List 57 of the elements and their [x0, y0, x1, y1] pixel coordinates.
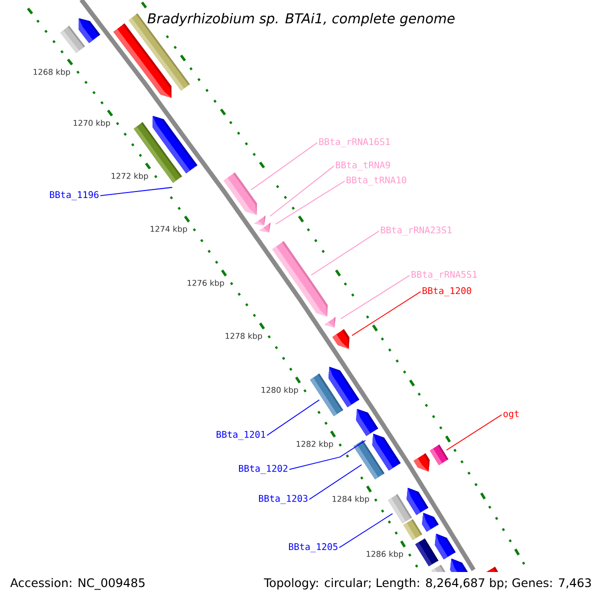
gene-block	[152, 116, 198, 174]
gene-block	[224, 172, 257, 215]
leader-line	[310, 230, 380, 276]
gene-block	[272, 241, 328, 317]
gene-block	[422, 512, 439, 532]
gene-block	[254, 216, 266, 226]
leader-line	[308, 464, 362, 500]
gene-bar	[403, 519, 422, 540]
gene-block	[414, 453, 430, 472]
tick-label: 1272 kbp	[112, 172, 148, 180]
gene-label: BBta_1203	[259, 494, 308, 504]
map-title: Bradyrhizobium sp. BTAi1, complete genome	[148, 12, 455, 26]
footer-text: Topology: circular; Length: 8,264,687 bp; Genes: 7,463	[264, 578, 591, 590]
tick-label: 1280 kbp	[262, 386, 298, 394]
leader-line	[338, 513, 393, 548]
gene-block	[450, 558, 468, 572]
tick-label: 1286 kbp	[366, 550, 404, 558]
gene-block	[372, 434, 401, 471]
gene-label: BBta_rRNA5S1	[412, 270, 477, 280]
gene-block	[259, 222, 271, 232]
leader-line	[288, 440, 366, 470]
leader-line	[266, 399, 320, 436]
gene-label: BBta_tRNA9	[336, 161, 390, 170]
gene-bar	[431, 564, 446, 572]
leader-line	[446, 414, 502, 451]
gene-label: ogt	[504, 410, 519, 419]
tick-label: 1270 kbp	[74, 120, 110, 128]
gene-block	[332, 329, 350, 349]
gene-label: BBta_1205	[289, 543, 338, 552]
tick-label: 1278 kbp	[226, 332, 262, 340]
gene-block	[434, 534, 456, 560]
leader-line	[270, 166, 334, 217]
tick-label: 1268 kbp	[34, 68, 70, 76]
gene-label: BBta_rRNA16S1	[319, 138, 390, 148]
gene-block	[486, 566, 498, 572]
tick-label: 1282 kbp	[296, 440, 334, 448]
gene-label: BBta_1202	[239, 464, 288, 474]
gene-label: BBta_rRNA23S1	[380, 226, 452, 236]
gene-label: BBta_1196	[50, 191, 98, 200]
gene-label: BBta_1200	[422, 287, 472, 296]
gene-bar	[430, 444, 448, 466]
gene-block	[78, 18, 100, 44]
tick-label: 1284 kbp	[332, 496, 370, 504]
gene-block	[356, 408, 378, 436]
leader-line	[352, 291, 422, 336]
gene-block	[324, 316, 336, 328]
gene-block	[406, 488, 428, 516]
leader-line	[340, 274, 410, 320]
gene-label: BBta_1201	[216, 430, 266, 440]
leader-line	[250, 142, 318, 190]
gene-block	[328, 366, 360, 408]
gene-label: BBta_tRNA10	[346, 176, 406, 186]
tick-label: 1274 kbp	[150, 226, 188, 234]
gene-bar	[415, 538, 438, 566]
footer-text: Accession: NC_009485	[10, 578, 145, 590]
tick-label: 1276 kbp	[188, 280, 224, 288]
leader-line	[275, 180, 346, 225]
